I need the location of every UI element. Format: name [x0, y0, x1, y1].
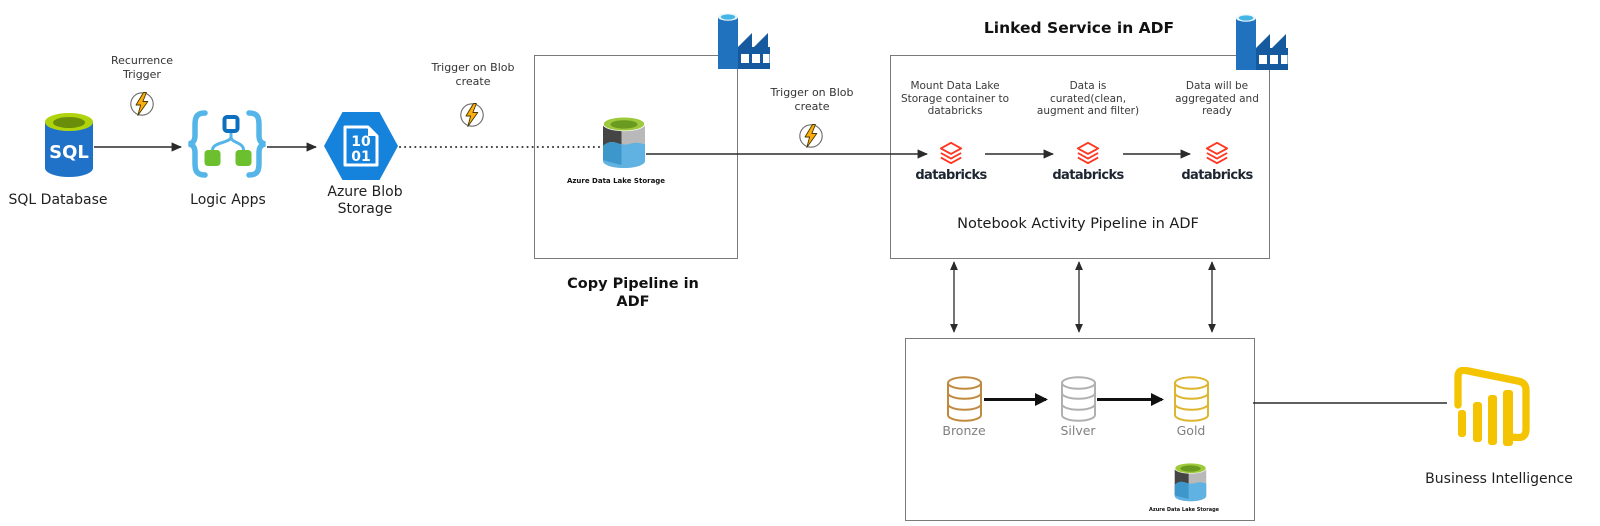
data-factory-icon-2	[1230, 12, 1292, 72]
data-lake-storage-label-1: Azure Data Lake Storage	[566, 177, 666, 185]
databricks-icon-1	[939, 141, 963, 165]
databricks-label-1: databricks	[915, 168, 987, 183]
trigger-on-blob-create-icon-1	[459, 102, 485, 128]
data-lake-storage-icon-2	[1174, 462, 1207, 503]
databricks-icon-3	[1205, 141, 1229, 165]
databricks-icon-2	[1076, 141, 1100, 165]
svg-text:10: 10	[351, 134, 371, 150]
data-factory-icon-1	[712, 11, 774, 71]
logic-apps-icon	[186, 110, 268, 180]
linked-service-box	[890, 55, 1270, 259]
power-bi-icon	[1448, 367, 1534, 451]
azure-blob-storage-label: Azure Blob Storage	[327, 184, 403, 217]
silver-cylinder-icon	[1060, 376, 1097, 422]
logic-apps-label: Logic Apps	[190, 192, 266, 208]
step-note-2: Data is curated(clean, augment and filte…	[1036, 80, 1140, 117]
bronze-label: Bronze	[942, 423, 986, 438]
databricks-label-3: databricks	[1181, 168, 1253, 183]
copy-pipeline-caption: Copy Pipeline in ADF	[567, 276, 699, 310]
azure-blob-storage-icon: 10 01	[324, 112, 398, 180]
gold-label: Gold	[1176, 423, 1206, 438]
gold-cylinder-icon	[1173, 376, 1210, 422]
linked-service-title: Linked Service in ADF	[983, 19, 1175, 37]
sql-database-label: SQL Database	[8, 192, 108, 208]
data-lake-storage-label-2: Azure Data Lake Storage	[1148, 507, 1220, 513]
bronze-cylinder-icon	[946, 376, 983, 422]
trigger-on-blob-create-icon-2	[798, 123, 824, 149]
svg-text:01: 01	[351, 149, 370, 165]
medallion-box	[905, 338, 1255, 521]
recurrence-trigger-icon	[129, 91, 155, 117]
sql-database-icon: SQL	[45, 113, 93, 177]
trigger-on-blob-create-label-2: Trigger on Blob create	[770, 86, 854, 113]
recurrence-trigger-label: Recurrence Trigger	[110, 54, 174, 81]
svg-text:SQL: SQL	[49, 142, 89, 163]
trigger-on-blob-create-label-1: Trigger on Blob create	[431, 61, 515, 88]
databricks-label-2: databricks	[1052, 168, 1124, 183]
silver-label: Silver	[1060, 423, 1096, 438]
step-note-3: Data will be aggregated and ready	[1175, 80, 1259, 117]
notebook-activity-caption: Notebook Activity Pipeline in ADF	[957, 216, 1199, 232]
business-intelligence-label: Business Intelligence	[1425, 471, 1573, 487]
data-lake-storage-icon-1	[602, 116, 646, 170]
step-note-1: Mount Data Lake Storage container to dat…	[900, 80, 1010, 117]
copy-pipeline-box	[534, 55, 738, 259]
